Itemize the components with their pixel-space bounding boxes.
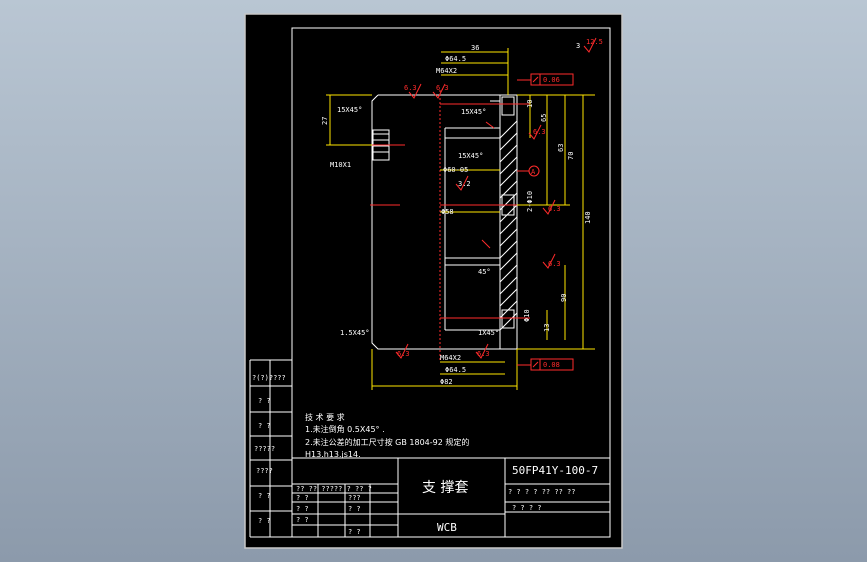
ra-63-g: 6.3	[477, 350, 490, 358]
ra-63-a: 6.3	[404, 84, 417, 92]
dim-65: 65	[540, 114, 548, 122]
title-right-row-2: ? ? ? ?	[512, 504, 542, 512]
left-cell-7: ? ?	[258, 517, 271, 525]
angle-45: 45°	[478, 268, 491, 276]
tolerance-frame-bottom	[530, 358, 574, 371]
title-col2-1: ???	[348, 494, 361, 502]
ra-63-e: 6.3	[548, 260, 561, 268]
chamfer-tr: 15X45°	[461, 108, 486, 116]
left-cell-4: ?????	[254, 445, 275, 453]
dim-140: 140	[584, 211, 592, 224]
ra-63-b: 6.3	[436, 84, 449, 92]
chamfer-bl: 1.5X45°	[340, 329, 370, 337]
dim-27: 27	[321, 117, 329, 125]
material: WCB	[437, 521, 457, 534]
dim-d58: Φ58	[441, 208, 454, 216]
dim-top-d645: Φ64.5	[445, 55, 466, 63]
chamfer-br: 1X45°	[478, 329, 499, 337]
dim-10: 10	[526, 100, 534, 108]
dimension-lines	[326, 48, 595, 390]
dim-36: 36	[471, 44, 479, 52]
dim-13: 13	[543, 324, 551, 332]
title-block: ?? ?? ????? ? ?? ? ? ? ? ? ? ? ??? ? ? ?…	[291, 457, 611, 538]
dim-bot-m64x2: M64X2	[440, 354, 461, 362]
drawing-number: 50FP41Y-100-7	[512, 464, 598, 477]
notes-line-2: 2.未注公差的加工尺寸按 GB 1804-92 规定的	[305, 437, 469, 447]
ra-3: 3	[576, 42, 580, 50]
roughness-symbols: 6.3 6.3 12.5 3 3.2 6.3 6.3 6.3 6.3 6.3	[395, 37, 603, 359]
ra-32: 3.2	[458, 180, 471, 188]
left-cell-3: ? ?	[258, 422, 271, 430]
part-name: 支 撑套	[422, 480, 468, 496]
ra-63-d: 6.3	[548, 205, 561, 213]
title-mid-row-1: ? ?	[296, 494, 309, 502]
tolerance-frame-top	[530, 73, 574, 86]
dimension-texts: 36 Φ64.5 M64X2 15X45° 15X45° 15X45° 1.5X…	[321, 44, 592, 386]
notes-line-1: 1.未注倒角 0.5X45° .	[305, 424, 385, 434]
dim-top-m64x2: M64X2	[436, 67, 457, 75]
part-section-view	[370, 90, 530, 360]
left-cell-5: ????	[256, 467, 273, 475]
chamfer-tl: 15X45°	[337, 106, 362, 114]
dim-bot-d82: Φ82	[440, 378, 453, 386]
datum-a: A	[531, 168, 536, 176]
datum-a-symbol	[528, 165, 540, 177]
dim-90: 90	[560, 294, 568, 302]
notes-line-3: H13.h13.js14.	[305, 450, 361, 459]
dim-70: 70	[567, 152, 575, 160]
dim-bot-d645: Φ64.5	[445, 366, 466, 374]
title-col2-2: ? ?	[348, 505, 361, 513]
left-cell-1: ?(?)????	[252, 374, 286, 382]
left-margin-table: ?(?)???? ? ? ? ? ????? ???? ? ? ? ?	[249, 359, 292, 538]
title-col2-3: ? ?	[348, 528, 361, 536]
ra-63-c: 6.3	[533, 128, 546, 136]
ra-125: 12.5	[586, 38, 603, 46]
dim-2d10: 2-Φ10	[526, 191, 534, 212]
ra-63-f: 6.3	[397, 350, 410, 358]
left-cell-2: ? ?	[258, 397, 271, 405]
title-right-row-1: ? ? ? ? ?? ?? ??	[508, 488, 575, 496]
technical-requirements: 技 术 要 求 1.未注倒角 0.5X45° . 2.未注公差的加工尺寸按 GB…	[305, 412, 469, 459]
dim-63: 63	[557, 144, 565, 152]
title-mid-row-2: ? ?	[296, 505, 309, 513]
left-cell-6: ? ?	[258, 492, 271, 500]
title-mid-row-3: ? ?	[296, 516, 309, 524]
chamfer-mid: 15X45°	[458, 152, 483, 160]
top-hole	[501, 96, 515, 116]
drawing-sheet	[244, 13, 623, 549]
bottom-hole	[501, 309, 515, 329]
tolerance-top-value: 0.06	[543, 76, 560, 84]
geometric-tolerances: 0.06 0.08 A	[517, 73, 574, 371]
thread-m10x1: M10X1	[330, 161, 351, 169]
notes-title: 技 术 要 求	[305, 412, 345, 422]
dim-d10b: Φ10	[523, 309, 531, 322]
tolerance-bottom-value: 0.08	[543, 361, 560, 369]
dim-d60: Φ60-05	[443, 166, 468, 174]
title-header-row: ?? ?? ????? ? ?? ?	[296, 485, 372, 493]
